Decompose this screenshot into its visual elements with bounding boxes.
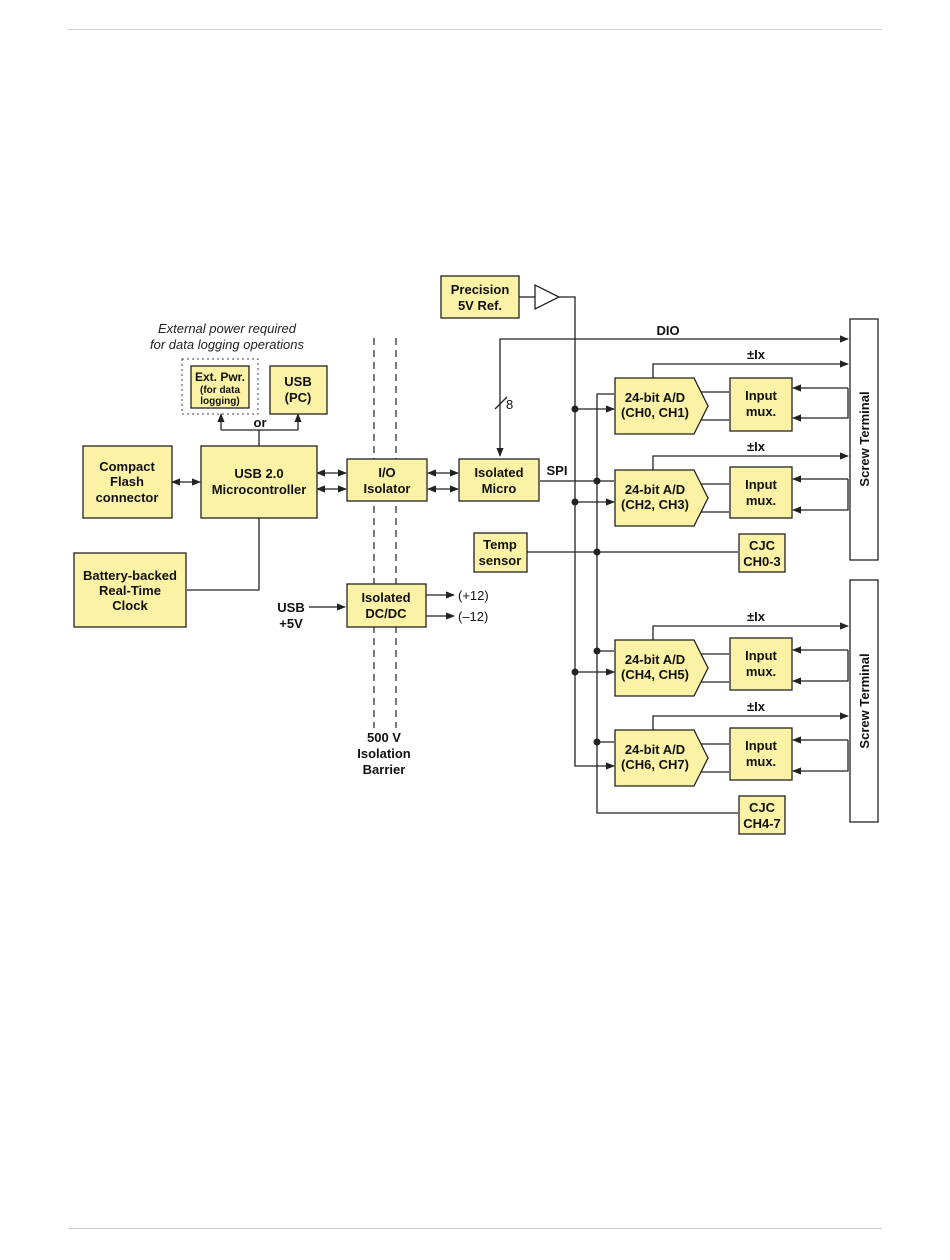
temp-sensor-line2: sensor [479, 553, 522, 568]
compact-flash-line2: Flash [110, 474, 144, 489]
compact-flash-line1: Compact [99, 459, 155, 474]
adc3-line1: 24-bit A/D [625, 742, 685, 757]
io-isolator-line2: Isolator [364, 481, 411, 496]
ext-power-title: Ext. Pwr. [195, 370, 245, 384]
ref-buffer-icon [534, 283, 561, 311]
usb-pc-line1: USB [284, 374, 311, 389]
precision-ref-block: Precision 5V Ref. [440, 275, 520, 319]
compact-flash-block: Compact Flash connector [82, 445, 173, 519]
usb-microcontroller-block: USB 2.0 Microcontroller [200, 445, 318, 519]
adc2-line1: 24-bit A/D [625, 652, 685, 667]
precision-ref-line2: 5V Ref. [458, 298, 502, 313]
battery-clock-line3: Clock [112, 598, 148, 613]
ext-power-block: Ext. Pwr. (for data logging) [190, 365, 250, 409]
input-mux-3: Input mux. [729, 637, 793, 691]
isolated-micro-block: Isolated Micro [458, 458, 540, 502]
cjc-ch4-7-block: CJC CH4-7 [738, 795, 786, 835]
bus-width-label: 8 [506, 397, 513, 412]
mux4-line2: mux. [746, 754, 776, 769]
screw-terminal-bottom: Screw Terminal [849, 579, 879, 823]
cjc-bottom-line2: CH4-7 [743, 816, 781, 831]
barrier-line3: Barrier [363, 762, 406, 777]
ix-label-2: ±Ix [747, 439, 766, 454]
adc2-line2: (CH4, CH5) [621, 667, 689, 682]
adc1-line1: 24-bit A/D [625, 482, 685, 497]
usb-pc-line2: (PC) [285, 390, 312, 405]
isolated-micro-line2: Micro [482, 481, 517, 496]
dio-label: DIO [656, 323, 679, 338]
battery-clock-block: Battery-backed Real-Time Clock [73, 552, 187, 628]
adc-ch6-ch7: 24-bit A/D (CH6, CH7) [614, 729, 709, 787]
precision-ref-line1: Precision [451, 282, 510, 297]
compact-flash-line3: connector [96, 490, 159, 505]
plus12-label: (+12) [458, 588, 489, 603]
dcdc-line2: DC/DC [365, 606, 407, 621]
battery-clock-line1: Battery-backed [83, 568, 177, 583]
ext-power-sub2: logging) [200, 396, 239, 407]
cjc-top-line2: CH0-3 [743, 554, 781, 569]
cjc-bottom-line1: CJC [749, 800, 776, 815]
usb-pc-block: USB (PC) [269, 365, 328, 415]
mux3-line1: Input [745, 648, 777, 663]
cjc-ch0-3-block: CJC CH0-3 [738, 533, 786, 573]
ix-label-3: ±Ix [747, 609, 766, 624]
usb-5v-line1: USB [277, 600, 304, 615]
usb-micro-line1: USB 2.0 [234, 466, 283, 481]
input-mux-4: Input mux. [729, 727, 793, 781]
ix-label-4: ±Ix [747, 699, 766, 714]
io-isolator-line1: I/O [378, 465, 395, 480]
adc0-line2: (CH0, CH1) [621, 405, 689, 420]
barrier-line2: Isolation [357, 746, 411, 761]
ext-power-note-line1: External power required [158, 321, 297, 336]
barrier-line1: 500 V [367, 730, 401, 745]
adc-ch4-ch5: 24-bit A/D (CH4, CH5) [614, 639, 709, 697]
isolated-micro-line1: Isolated [474, 465, 523, 480]
input-mux-1: Input mux. [729, 377, 793, 432]
temp-sensor-block: Temp sensor [473, 532, 528, 573]
dcdc-line1: Isolated [361, 590, 410, 605]
input-mux-2: Input mux. [729, 466, 793, 519]
adc3-line2: (CH6, CH7) [621, 757, 689, 772]
adc0-line1: 24-bit A/D [625, 390, 685, 405]
ix-label-1: ±Ix [747, 347, 766, 362]
adc-ch2-ch3: 24-bit A/D (CH2, CH3) [614, 469, 709, 527]
battery-clock-line2: Real-Time [99, 583, 161, 598]
io-isolator-block: I/O Isolator [346, 458, 428, 502]
screw-terminal-top: Screw Terminal [849, 318, 879, 561]
mux1-line1: Input [745, 388, 777, 403]
usb-5v-line2: +5V [279, 616, 303, 631]
header-rule [68, 29, 882, 30]
mux2-line1: Input [745, 477, 777, 492]
screw-terminal-bottom-label: Screw Terminal [857, 653, 872, 748]
minus12-label: (–12) [458, 609, 488, 624]
usb-micro-line2: Microcontroller [212, 482, 307, 497]
ext-power-sub1: (for data [200, 385, 240, 396]
mux1-line2: mux. [746, 404, 776, 419]
footer-rule [68, 1228, 882, 1229]
mux3-line2: mux. [746, 664, 776, 679]
adc-ch0-ch1: 24-bit A/D (CH0, CH1) [614, 377, 709, 435]
or-label: or [254, 415, 267, 430]
temp-sensor-line1: Temp [483, 537, 517, 552]
mux2-line2: mux. [746, 493, 776, 508]
ext-power-note-line2: for data logging operations [150, 337, 304, 352]
screw-terminal-top-label: Screw Terminal [857, 391, 872, 486]
spi-label: SPI [547, 463, 568, 478]
adc1-line2: (CH2, CH3) [621, 497, 689, 512]
wires [171, 296, 849, 814]
mux4-line1: Input [745, 738, 777, 753]
cjc-top-line1: CJC [749, 538, 776, 553]
isolated-dcdc-block: Isolated DC/DC [346, 583, 427, 628]
